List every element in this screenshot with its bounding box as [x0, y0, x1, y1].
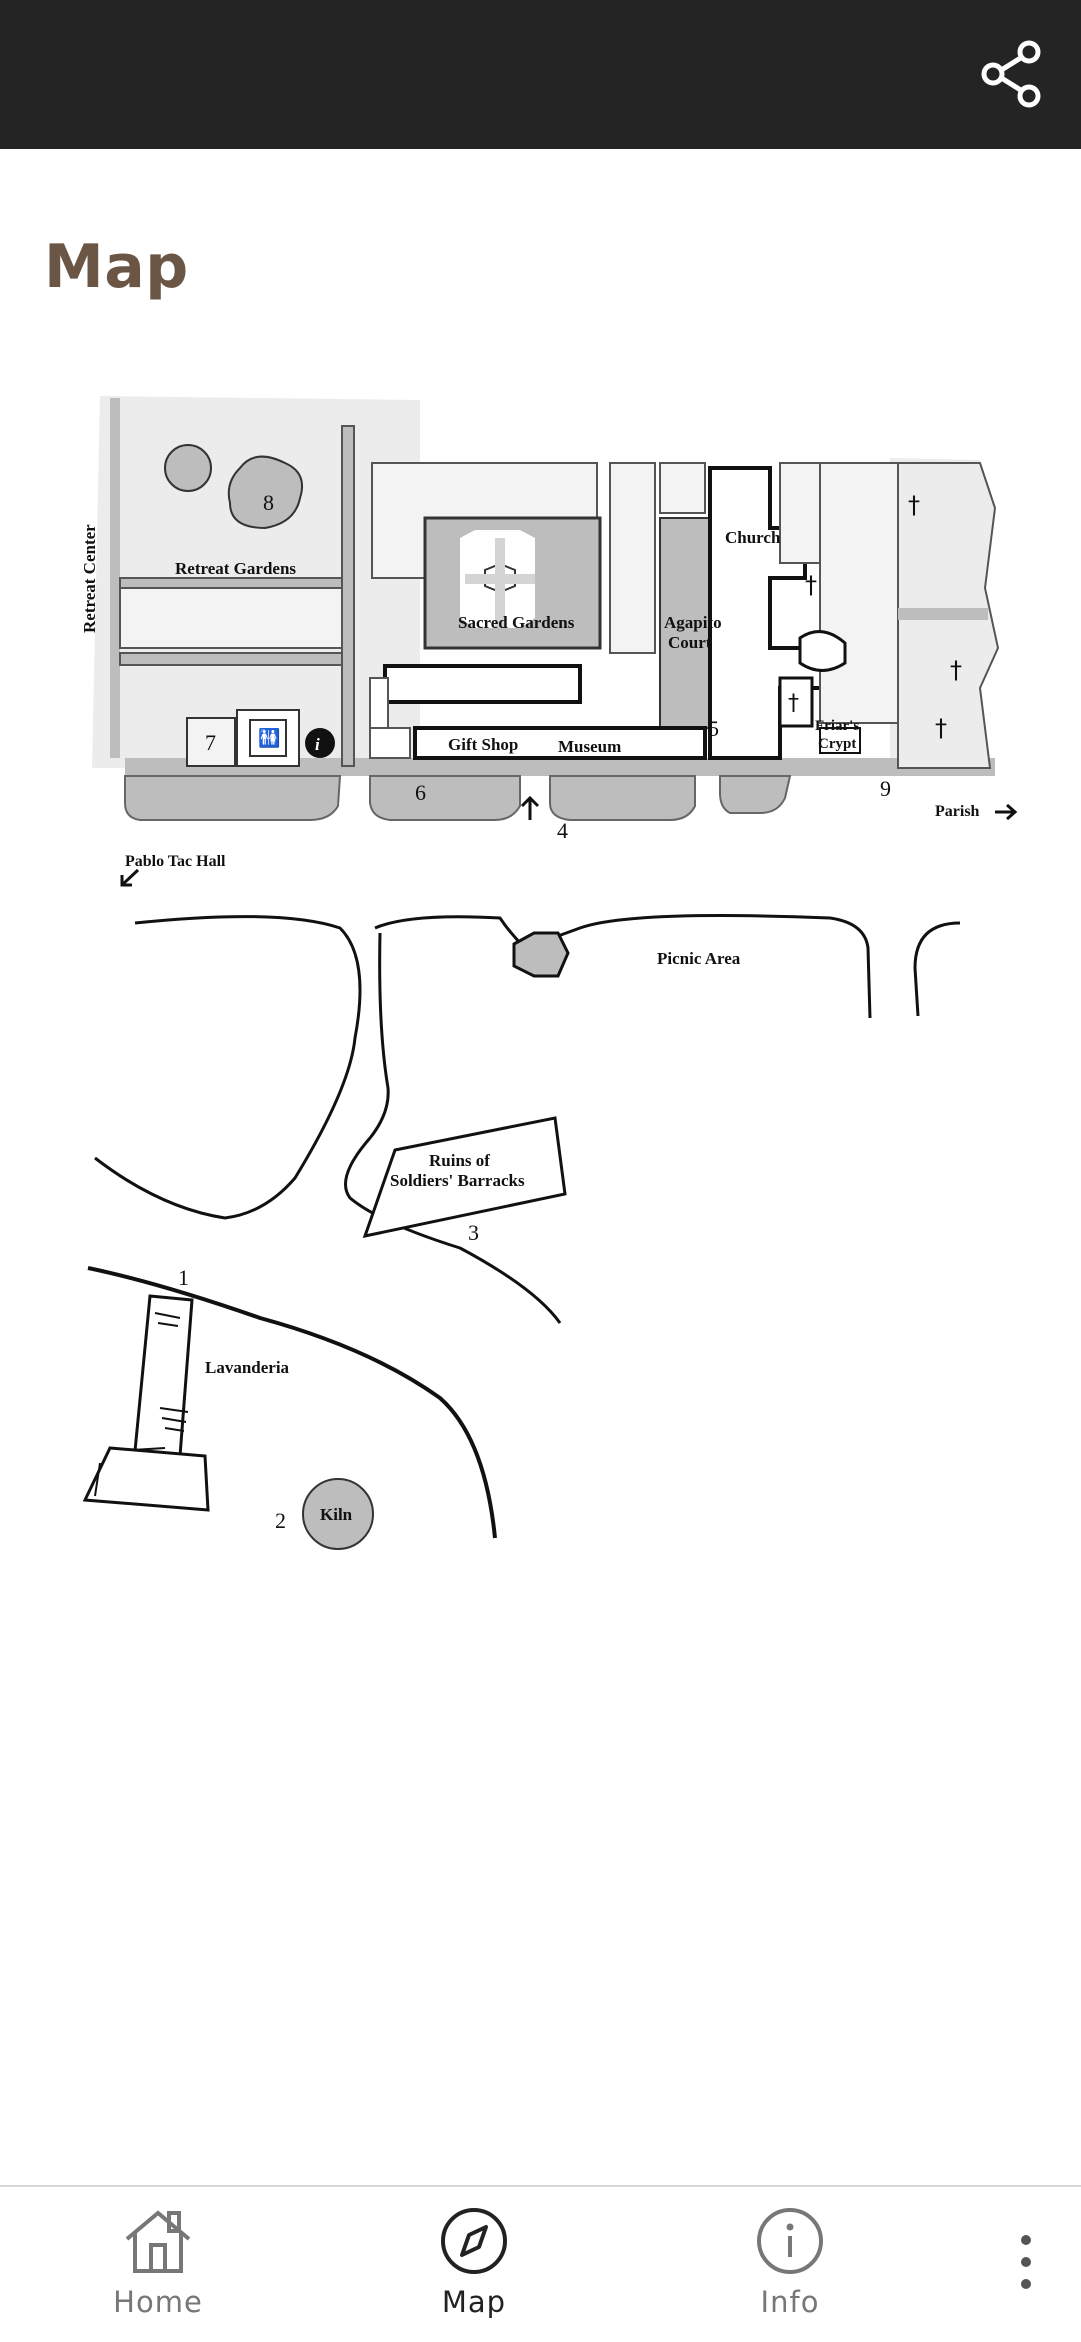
top-app-bar	[0, 0, 1081, 149]
nav-info[interactable]: Info	[710, 2205, 870, 2330]
svg-text:🚻: 🚻	[258, 727, 280, 749]
mission-map[interactable]: 🚻 i † † † † † Retreat Center Retreat Gar…	[80, 388, 1040, 1588]
label-pablo-tac-hall: Pablo Tac Hall	[125, 853, 226, 870]
more-options-button[interactable]	[991, 2217, 1061, 2307]
home-icon	[125, 2210, 191, 2273]
svg-text:†: †	[935, 714, 947, 742]
share-button[interactable]	[971, 34, 1051, 114]
map-number-6: 6	[415, 780, 426, 805]
svg-text:†: †	[950, 656, 962, 684]
more-vertical-icon	[1021, 2235, 1031, 2289]
label-lavanderia: Lavanderia	[205, 1358, 290, 1377]
label-gift-shop: Gift Shop	[448, 735, 518, 754]
map-number-9: 9	[880, 776, 891, 801]
map-number-3: 3	[468, 1220, 479, 1245]
map-number-1: 1	[178, 1265, 189, 1290]
label-picnic-area: Picnic Area	[657, 949, 741, 968]
label-friars: Friar's	[815, 718, 859, 734]
nav-home[interactable]: Home	[78, 2205, 238, 2330]
page-title: Map	[44, 232, 189, 302]
map-number-5: 5	[708, 716, 719, 741]
label-sacred-gardens: Sacred Gardens	[458, 613, 575, 632]
map-number-4: 4	[557, 818, 568, 843]
label-court: Court	[668, 633, 712, 652]
nav-home-label: Home	[113, 2285, 203, 2319]
map-number-2: 2	[275, 1508, 286, 1533]
label-museum: Museum	[558, 737, 621, 756]
label-church: Church	[725, 528, 781, 547]
map-illustration: 🚻 i † † † † † Retreat Center Retreat Gar…	[80, 396, 1018, 1550]
svg-text:†: †	[805, 571, 817, 599]
label-kiln: Kiln	[320, 1505, 353, 1524]
label-agapito: Agapito	[664, 613, 722, 632]
label-parish: Parish	[935, 803, 980, 820]
nav-info-label: Info	[760, 2285, 820, 2319]
svg-text:†: †	[788, 691, 799, 716]
map-number-8: 8	[263, 490, 274, 515]
compass-icon	[441, 2208, 507, 2274]
label-retreat-gardens: Retreat Gardens	[175, 559, 296, 578]
label-retreat-center: Retreat Center	[80, 524, 99, 633]
label-crypt: Crypt	[818, 736, 856, 752]
bottom-navigation: Home Map Info	[0, 2185, 1081, 2342]
info-point-label: i	[315, 735, 320, 754]
info-icon	[757, 2208, 823, 2274]
map-number-7: 7	[205, 730, 216, 755]
nav-map[interactable]: Map	[394, 2205, 554, 2330]
label-ruins-line1: Ruins of	[429, 1151, 490, 1170]
nav-map-label: Map	[441, 2285, 507, 2319]
label-ruins-line2: Soldiers' Barracks	[390, 1171, 525, 1190]
svg-text:†: †	[908, 491, 920, 519]
share-icon	[981, 40, 1041, 108]
